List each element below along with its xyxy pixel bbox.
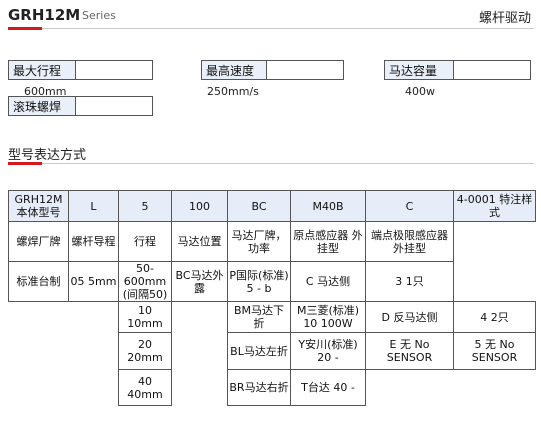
table-cell-empty bbox=[365, 369, 454, 406]
product-title: GRH12M bbox=[8, 6, 81, 24]
table-cell: M三菱(标准) 10 100W bbox=[290, 301, 366, 333]
table-cell: 20 20mm bbox=[118, 332, 172, 370]
table-cell: BL马达左折 bbox=[227, 332, 291, 370]
header-divider bbox=[8, 28, 534, 29]
table-cell-empty bbox=[453, 221, 536, 262]
header-cell: 5 bbox=[118, 190, 172, 222]
spec-box-max-stroke bbox=[75, 60, 153, 80]
table-cell: T台达 40 - bbox=[290, 369, 366, 406]
table-cell: BM马达下折 bbox=[227, 301, 291, 333]
spec-value-max-speed: 250mm/s bbox=[207, 85, 259, 98]
table-cell: 3 1只 bbox=[365, 261, 454, 302]
spec-label-motor-capacity: 马达容量 bbox=[384, 60, 454, 80]
table-cell-empty bbox=[171, 332, 228, 370]
table-cell: 标准台制 bbox=[8, 261, 69, 302]
category-title: 螺杆驱动 bbox=[478, 11, 531, 26]
header-cell: 4-0001 特注样式 bbox=[453, 190, 536, 222]
table-cell-empty bbox=[68, 332, 119, 370]
header-cell: L bbox=[68, 190, 119, 222]
table-cell: 05 5mm bbox=[68, 261, 119, 302]
spec-value-max-stroke: 600mm bbox=[24, 85, 67, 98]
spec-label-max-speed: 最高速度 bbox=[201, 60, 267, 80]
spec-box-ball-screw bbox=[75, 96, 153, 116]
table-cell: 原点感应器 外挂型 bbox=[290, 221, 366, 262]
section-title: 型号表达方式 bbox=[8, 148, 87, 163]
table-row: 40 40mm BR马达右折 T台达 40 - bbox=[8, 369, 536, 406]
header-accent bbox=[8, 27, 42, 30]
table-row: 10 10mm BM马达下折 M三菱(标准) 10 100W D 反马达侧 4 … bbox=[8, 301, 536, 333]
header-cell: 100 bbox=[171, 190, 228, 222]
model-code-table: GRH12M 本体型号 L 5 100 BC M40B C 4-0001 特注样… bbox=[8, 190, 536, 406]
table-row: 标准台制 05 5mm 50-600mm (间隔50) BC马达外露 P国际(标… bbox=[8, 261, 536, 302]
table-cell-empty bbox=[171, 369, 228, 406]
table-cell: 5 无 No SENSOR bbox=[453, 332, 536, 370]
section-accent bbox=[8, 162, 42, 165]
table-cell: 10 10mm bbox=[118, 301, 172, 333]
table-cell: 螺焊厂牌 bbox=[8, 221, 69, 262]
table-cell: BR马达右折 bbox=[227, 369, 291, 406]
table-cell: 40 40mm bbox=[118, 369, 172, 406]
table-cell: 4 2只 bbox=[453, 301, 536, 333]
table-cell: 端点极限感应器 外挂型 bbox=[365, 221, 454, 262]
table-cell: 马达厂牌，功率 bbox=[227, 221, 291, 262]
table-cell-empty bbox=[453, 369, 536, 406]
table-meaning-row: 螺焊厂牌 螺杆导程 行程 马达位置 马达厂牌，功率 原点感应器 外挂型 端点极限… bbox=[8, 221, 536, 262]
header-cell: GRH12M 本体型号 bbox=[8, 190, 69, 222]
table-cell-empty bbox=[68, 301, 119, 333]
table-cell-empty bbox=[453, 261, 536, 302]
header-cell: C bbox=[365, 190, 454, 222]
table-cell: 马达位置 bbox=[171, 221, 228, 262]
table-cell: 行程 bbox=[118, 221, 172, 262]
table-cell: Y安川(标准) 20 - bbox=[290, 332, 366, 370]
header-cell: BC bbox=[227, 190, 291, 222]
series-label: Series bbox=[82, 9, 116, 22]
spec-box-max-speed bbox=[266, 60, 344, 80]
table-cell: D 反马达侧 bbox=[365, 301, 454, 333]
table-cell-empty bbox=[8, 369, 69, 406]
table-row: 20 20mm BL马达左折 Y安川(标准) 20 - E 无 No SENSO… bbox=[8, 332, 536, 370]
table-cell-empty bbox=[8, 332, 69, 370]
spec-label-ball-screw: 滚珠螺焊 bbox=[8, 96, 76, 116]
table-cell-empty bbox=[171, 301, 228, 333]
table-cell: P国际(标准) 5 - b bbox=[227, 261, 291, 302]
spec-value-motor-capacity: 400w bbox=[405, 85, 435, 98]
table-cell: 50-600mm (间隔50) bbox=[118, 261, 172, 302]
table-cell-empty bbox=[68, 369, 119, 406]
table-header-row: GRH12M 本体型号 L 5 100 BC M40B C 4-0001 特注样… bbox=[8, 190, 536, 222]
table-cell: C 马达侧 bbox=[290, 261, 366, 302]
table-cell: BC马达外露 bbox=[171, 261, 228, 302]
section-divider bbox=[8, 163, 534, 164]
spec-label-max-stroke: 最大行程 bbox=[8, 60, 76, 80]
table-cell-empty bbox=[8, 301, 69, 333]
spec-box-motor-capacity bbox=[453, 60, 531, 80]
table-cell: 螺杆导程 bbox=[68, 221, 119, 262]
header-cell: M40B bbox=[290, 190, 366, 222]
table-cell: E 无 No SENSOR bbox=[365, 332, 454, 370]
